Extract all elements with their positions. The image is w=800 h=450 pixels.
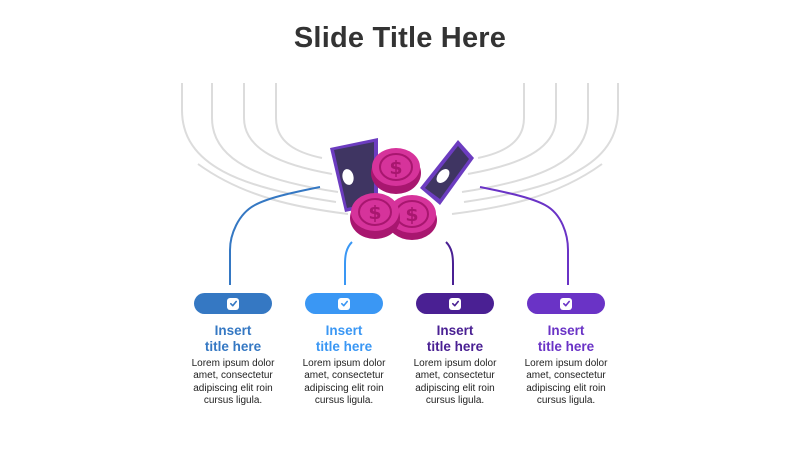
card-4-title: Insert title here [510, 323, 622, 355]
card-1-body: Lorem ipsum dolor amet, consectetur adip… [177, 358, 289, 407]
card-1: Insert title here Lorem ipsum dolor amet… [177, 293, 289, 407]
left-fan-lines [181, 83, 349, 215]
card-2-body-line: Lorem ipsum dolor [302, 358, 386, 369]
card-2-body-line: adipiscing elit roin [304, 382, 384, 394]
card-2-title: Insert title here [288, 323, 400, 355]
card-3-title: Insert title here [399, 323, 511, 355]
card-1-body-line: Lorem ipsum dolor [191, 358, 275, 369]
card-4: Insert title here Lorem ipsum dolor amet… [510, 293, 622, 407]
card-2-pill [305, 293, 383, 314]
card-1-title: Insert title here [177, 323, 289, 355]
card-4-body-line: cursus ligula. [536, 394, 596, 406]
card-3: Insert title here Lorem ipsum dolor amet… [399, 293, 511, 407]
card-3-pill [416, 293, 494, 314]
coin-bottom-left: $ [350, 193, 400, 239]
card-2: Insert title here Lorem ipsum dolor amet… [288, 293, 400, 407]
card-3-title-line-2: title here [426, 339, 484, 354]
right-fan-lines [451, 83, 619, 215]
card-2-title-line-2: title here [315, 339, 373, 354]
card-1-title-line-1: Insert [214, 323, 252, 338]
money-icon: $ $ $ [330, 138, 474, 240]
connector-1 [229, 186, 321, 285]
card-4-body-line: Lorem ipsum dolor [524, 358, 608, 369]
card-1-body-line: amet, consectetur [193, 370, 273, 382]
card-1-body-line: cursus ligula. [203, 394, 263, 406]
card-2-body-line: cursus ligula. [314, 394, 374, 406]
card-4-pill [527, 293, 605, 314]
card-3-body-line: Lorem ipsum dolor [413, 358, 497, 369]
bill-right [420, 140, 474, 205]
card-4-title-line-2: title here [537, 339, 595, 354]
check-icon [338, 297, 350, 310]
card-1-title-line-2: title here [204, 339, 262, 354]
card-3-body-line: cursus ligula. [425, 394, 485, 406]
card-2-body-line: amet, consectetur [304, 370, 384, 382]
card-4-body-line: adipiscing elit roin [526, 382, 606, 394]
bill-left [330, 138, 378, 212]
slide-title: Slide Title Here [293, 22, 507, 54]
check-icon [227, 297, 239, 310]
card-4-body: Lorem ipsum dolor amet, consectetur adip… [510, 358, 622, 407]
card-3-body: Lorem ipsum dolor amet, consectetur adip… [399, 358, 511, 407]
svg-text:$: $ [368, 202, 381, 224]
card-3-body-line: adipiscing elit roin [415, 382, 495, 394]
svg-text:$: $ [389, 157, 402, 179]
connector-2 [344, 241, 353, 285]
svg-text:$: $ [405, 204, 418, 226]
connector-3 [445, 241, 454, 285]
card-4-title-line-1: Insert [547, 323, 585, 338]
connector-4 [479, 186, 569, 285]
card-3-body-line: amet, consectetur [415, 370, 495, 382]
card-2-body: Lorem ipsum dolor amet, consectetur adip… [288, 358, 400, 407]
card-1-body-line: adipiscing elit roin [193, 382, 273, 394]
card-3-title-line-1: Insert [436, 323, 474, 338]
coin-top: $ [371, 148, 421, 194]
coin-bottom-right: $ [387, 195, 437, 240]
card-1-pill [194, 293, 272, 314]
card-4-body-line: amet, consectetur [526, 370, 606, 382]
check-icon [449, 297, 461, 310]
card-2-title-line-1: Insert [325, 323, 363, 338]
check-icon [560, 297, 572, 310]
